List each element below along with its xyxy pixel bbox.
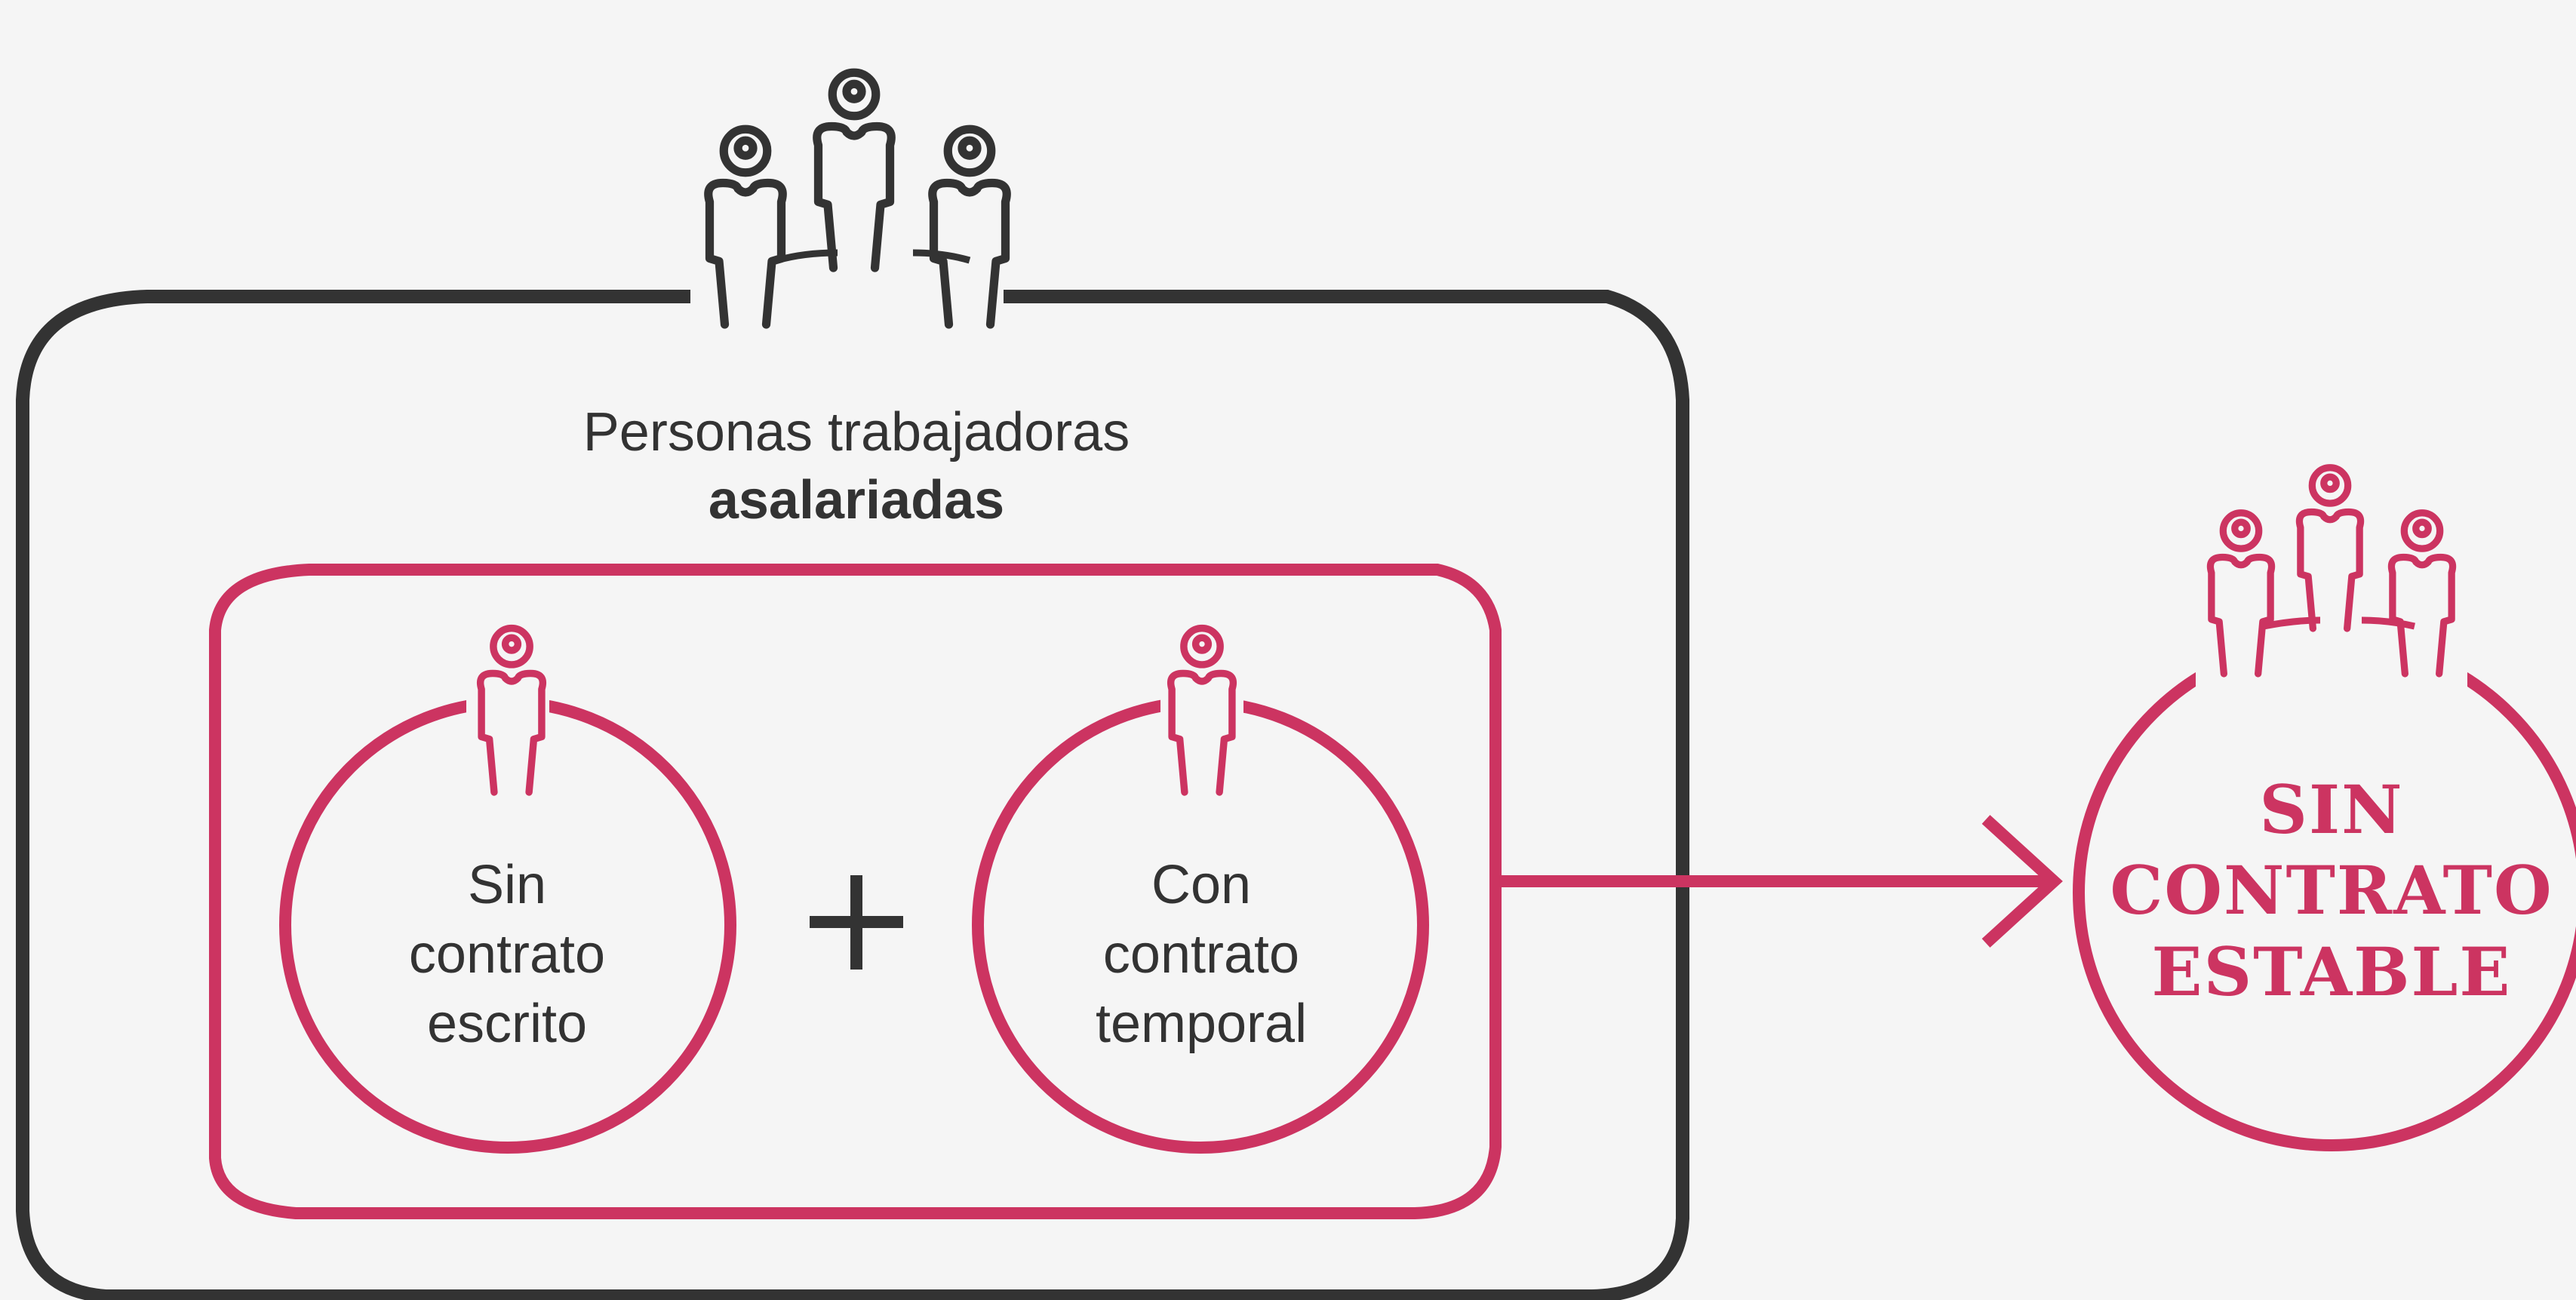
outer-group-title-line2: asalariadas [708,470,1005,530]
outer-group-title: Personas trabajadoras asalariadas [498,398,1215,534]
left-circle-label: Sin contrato escrito [311,850,703,1059]
arrow-head [1981,815,2063,948]
result-line2: CONTRATO [2110,851,2553,930]
right-circle-line1: Con [1151,855,1252,915]
people-group-icon [2210,468,2452,674]
outer-container [16,290,1689,1300]
result-line3: ESTABLE [2151,932,2512,1011]
left-circle-line3: escrito [426,994,588,1055]
outer-group-title-line1: Personas trabajadoras [583,402,1130,463]
result-label: SIN CONTRATO ESTABLE [2067,770,2576,1013]
right-circle-line2: contrato [1102,924,1300,985]
plus-operator [810,875,903,970]
inner-container [209,564,1502,1219]
border-gap [690,279,1004,317]
left-circle-line1: Sin [467,855,547,915]
right-circle-label: Con contrato temporal [1005,850,1397,1059]
people-group-icon [709,72,1007,324]
right-circle-line3: temporal [1095,994,1308,1055]
left-circle-line2: contrato [408,924,606,985]
result-line1: SIN [2259,770,2404,849]
